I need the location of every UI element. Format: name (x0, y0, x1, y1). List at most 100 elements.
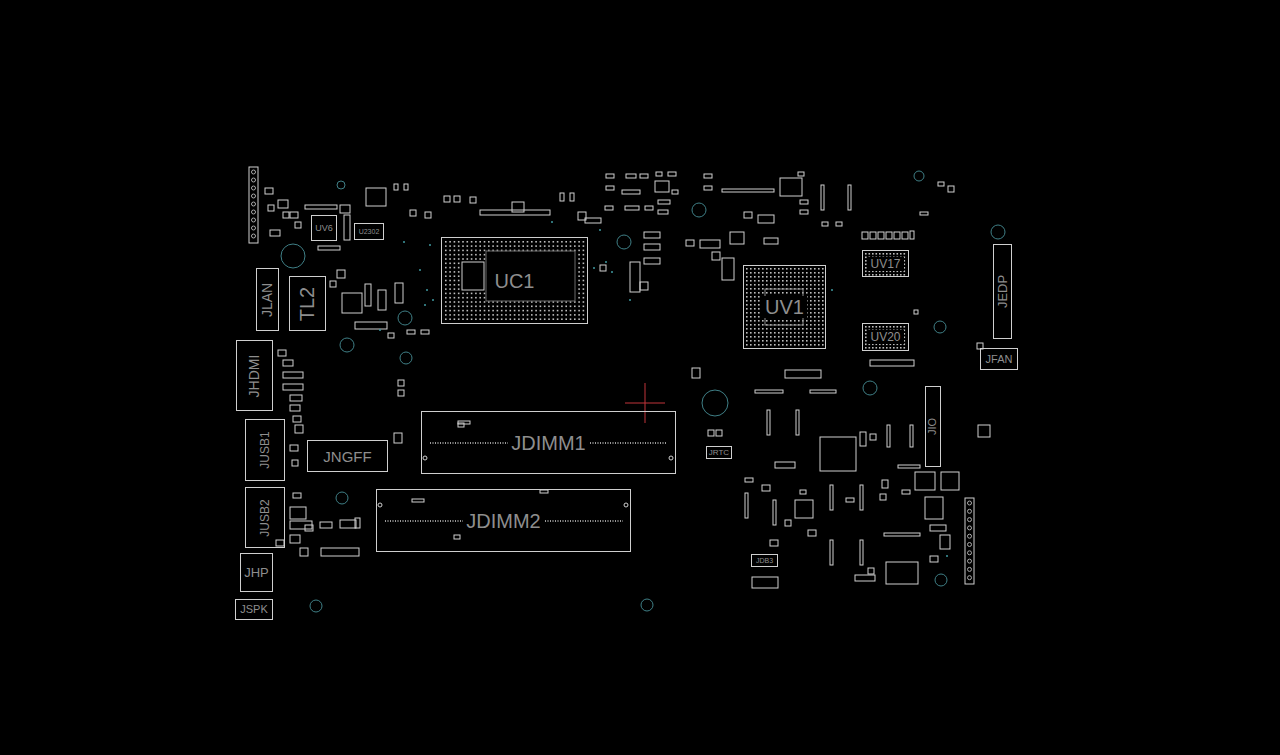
component-outline: UV6 (311, 215, 337, 241)
ball-pad (510, 310, 512, 312)
part-designator: JHP (244, 566, 269, 579)
ball-pad (583, 297, 585, 299)
smd-part (645, 206, 653, 210)
ball-pad (750, 296, 752, 298)
ball-pad (794, 344, 796, 346)
ball-pad (814, 304, 816, 306)
ball-pad (750, 300, 752, 302)
ball-pad (449, 284, 451, 286)
component-outline: JIO (925, 386, 941, 467)
ball-pad (750, 320, 752, 322)
ball-pad (806, 336, 808, 338)
ball-pad (535, 310, 537, 312)
ball-pad (750, 284, 752, 286)
smd-part (978, 425, 990, 437)
ball-pad (497, 310, 499, 312)
ball-pad (798, 340, 800, 342)
ball-pad (548, 241, 550, 243)
smd-part (366, 188, 386, 206)
ball-pad (865, 264, 867, 266)
ball-pad (479, 301, 481, 303)
smd-part (585, 218, 601, 223)
ball-pad (553, 314, 555, 316)
smd-part (800, 200, 808, 204)
ball-pad (484, 245, 486, 247)
part-designator: JUSB1 (259, 431, 271, 468)
ball-pad (766, 272, 768, 274)
ball-pad (758, 316, 760, 318)
smd-part (458, 423, 464, 427)
ball-pad (814, 340, 816, 342)
smd-part (914, 310, 918, 314)
smd-part (938, 182, 944, 186)
ball-pad (583, 306, 585, 308)
ball-pad (467, 245, 469, 247)
smd-part (340, 520, 356, 528)
smd-part (745, 493, 748, 518)
ball-pad (893, 274, 895, 276)
smd-part (625, 206, 639, 210)
ball-pad (510, 314, 512, 316)
ball-pad (762, 292, 764, 294)
via (419, 269, 421, 271)
ball-pad (794, 328, 796, 330)
ball-pad (770, 276, 772, 278)
pin (968, 526, 972, 530)
smd-part (626, 174, 636, 178)
smd-part (930, 525, 946, 531)
via-hole (692, 203, 706, 217)
ball-pad (462, 241, 464, 243)
ball-pad (445, 306, 447, 308)
ball-pad (557, 318, 559, 320)
ball-pad (484, 318, 486, 320)
smd-part (305, 525, 313, 531)
ball-pad (806, 328, 808, 330)
ball-pad (904, 344, 906, 346)
ball-pad (565, 306, 567, 308)
ball-pad (806, 276, 808, 278)
ball-pad (774, 332, 776, 334)
ball-pad (865, 347, 867, 349)
ball-pad (746, 296, 748, 298)
ball-pad (762, 324, 764, 326)
ball-pad (818, 308, 820, 310)
ball-pad (475, 314, 477, 316)
smd-part (886, 562, 918, 584)
smd-part (860, 540, 863, 565)
ball-pad (488, 306, 490, 308)
smd-part (656, 172, 662, 176)
ball-pad (746, 344, 748, 346)
ball-pad (484, 310, 486, 312)
part-designator: JDIMM2 (463, 510, 543, 532)
ball-pad (561, 310, 563, 312)
ball-pad (458, 284, 460, 286)
ball-pad (527, 318, 529, 320)
ball-pad (754, 284, 756, 286)
smd-part (902, 490, 910, 494)
ball-pad (467, 254, 469, 256)
smd-part (920, 212, 928, 215)
small-components (249, 167, 990, 588)
smd-part (388, 333, 394, 338)
ball-pad (750, 308, 752, 310)
ball-pad (565, 241, 567, 243)
part-designator: UV1 (762, 296, 807, 318)
ball-pad (479, 310, 481, 312)
ball-pad (561, 245, 563, 247)
ball-pad (822, 308, 824, 310)
ball-pad (484, 254, 486, 256)
ball-pad (479, 297, 481, 299)
pin (968, 534, 972, 538)
ball-pad (449, 245, 451, 247)
ball-pad (869, 326, 871, 328)
ball-pad (872, 326, 874, 328)
ball-pad (883, 347, 885, 349)
ball-pad (544, 245, 546, 247)
ball-pad (900, 347, 902, 349)
ball-pad (794, 320, 796, 322)
ball-pad (750, 268, 752, 270)
ball-pad (750, 336, 752, 338)
ball-pad (505, 314, 507, 316)
ball-pad (750, 332, 752, 334)
ball-pad (818, 280, 820, 282)
